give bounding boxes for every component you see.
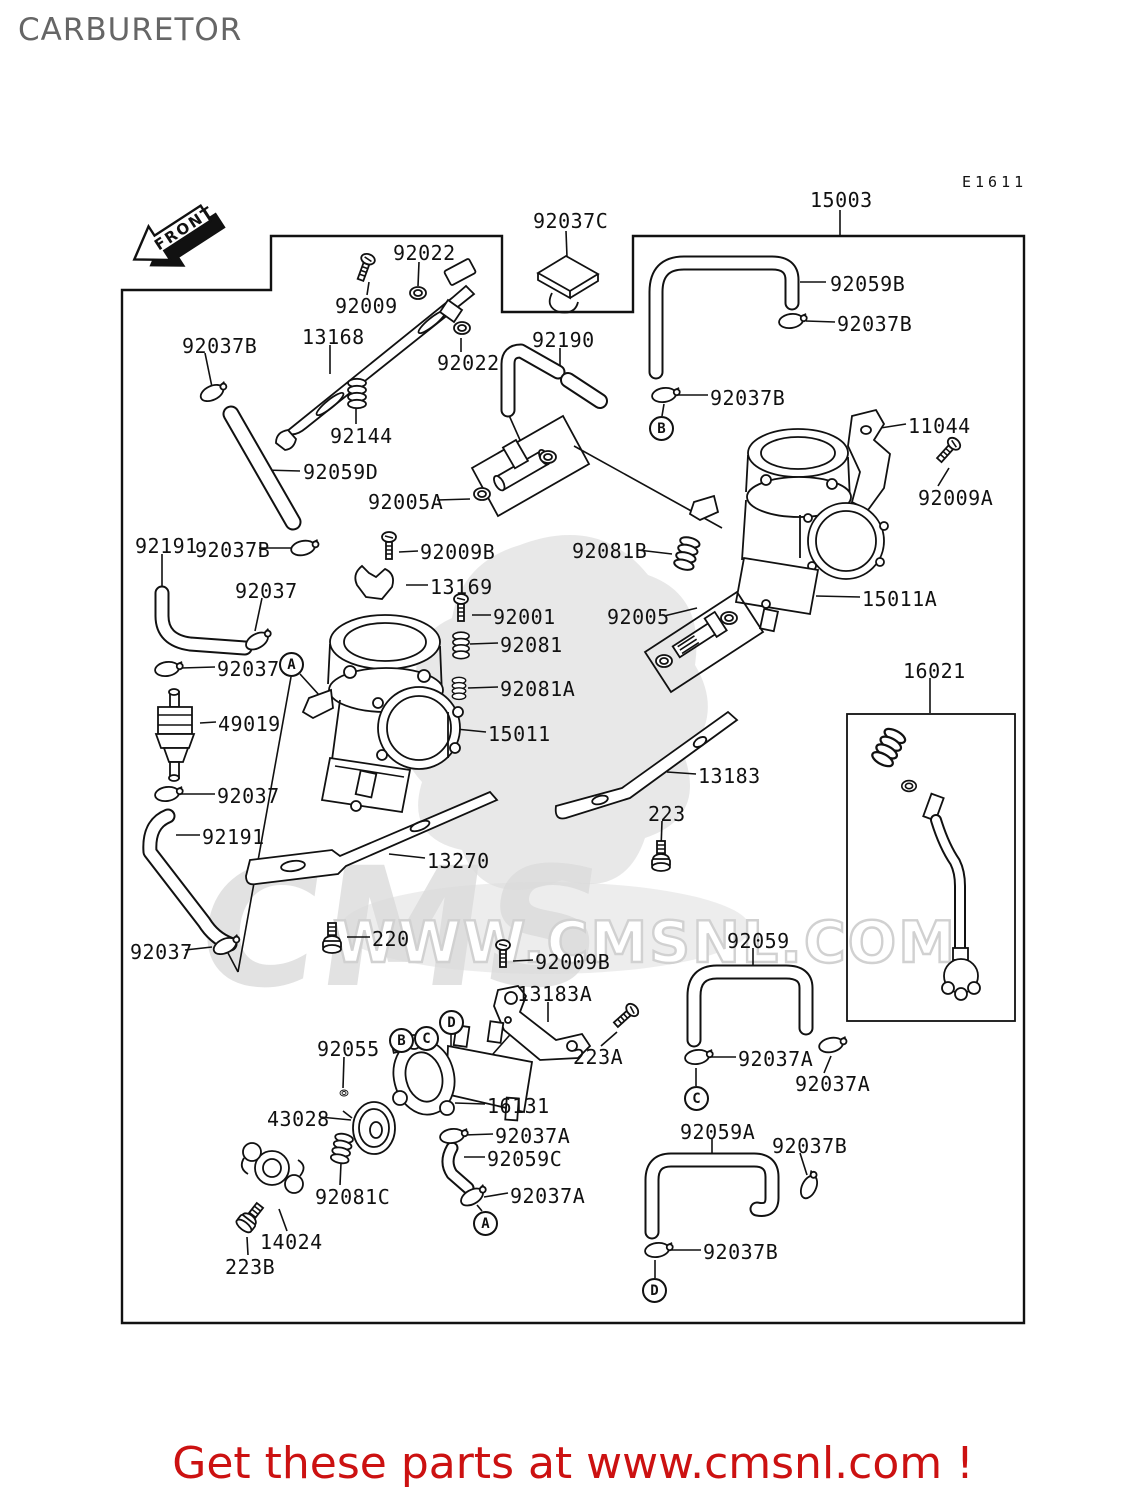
part-label-92081: 92081 [500, 633, 563, 657]
part-label-92059a: 92059A [680, 1120, 756, 1144]
part-label-92037b: 92037B [710, 386, 786, 410]
part-label-92081b: 92081B [572, 539, 648, 563]
part-label-92190: 92190 [532, 328, 595, 352]
part-label-15011a: 15011A [862, 587, 938, 611]
part-label-13183: 13183 [698, 764, 761, 788]
part-label-92001: 92001 [493, 605, 556, 629]
part-label-92081c: 92081C [315, 1185, 391, 1209]
part-label-92059: 92059 [727, 929, 790, 953]
part-92191-hose-upper [154, 585, 253, 656]
part-14024-bracket [240, 1142, 305, 1194]
part-label-92037: 92037 [217, 784, 280, 808]
part-13183-rail [554, 710, 739, 820]
part-label-92037a: 92037A [510, 1184, 586, 1208]
part-label-92037c: 92037C [533, 209, 609, 233]
part-label-92144: 92144 [330, 424, 393, 448]
part-label-223b: 223B [225, 1255, 276, 1279]
part-label-92037a: 92037A [495, 1124, 571, 1148]
part-label-11044: 11044 [908, 414, 971, 438]
part-13168-bracket [275, 258, 477, 451]
part-label-92191: 92191 [135, 534, 198, 558]
carburetor-assembly-right [688, 428, 889, 633]
callout-d: D [439, 1010, 464, 1035]
part-label-92191: 92191 [202, 825, 265, 849]
part-label-92005a: 92005A [368, 490, 444, 514]
part-label-92009a: 92009A [918, 486, 994, 510]
part-92059a-hose [644, 1152, 780, 1240]
part-label-15011: 15011 [488, 722, 551, 746]
part-label-92009b: 92009B [420, 540, 496, 564]
part-label-92009: 92009 [335, 294, 398, 318]
part-label-92037: 92037 [235, 579, 298, 603]
part-label-16131: 16131 [487, 1094, 550, 1118]
part-43028-cover [342, 1101, 396, 1155]
part-label-92059d: 92059D [303, 460, 379, 484]
part-label-92037b: 92037B [772, 1134, 848, 1158]
part-label-92037b: 92037B [182, 334, 258, 358]
part-92005a-kit [470, 414, 591, 518]
callout-b: B [649, 416, 674, 441]
carburetor-assembly-left [301, 614, 464, 814]
part-92190-hose [500, 343, 608, 418]
diagram-frame [120, 234, 1026, 1325]
part-label-92022: 92022 [393, 241, 456, 265]
page-title: CARBURETOR [18, 12, 243, 48]
callout-d: D [642, 1278, 667, 1303]
part-label-223a: 223A [573, 1045, 624, 1069]
part-label-92055: 92055 [317, 1037, 380, 1061]
callout-c: C [414, 1026, 439, 1051]
footer-banner: Get these parts at www.cmsnl.com ! [172, 1438, 974, 1489]
callout-a: A [473, 1211, 498, 1236]
part-label-16021: 16021 [903, 659, 966, 683]
part-92191-hose-lower [142, 808, 238, 952]
part-label-92081a: 92081A [500, 677, 576, 701]
part-label-223: 223 [648, 802, 686, 826]
part-label-92037a: 92037A [738, 1047, 814, 1071]
callout-a: A [279, 652, 304, 677]
part-16021-kit [869, 724, 981, 1001]
part-92059c-hose [441, 1141, 475, 1195]
part-label-92022: 92022 [437, 351, 500, 375]
part-92059d-hose [222, 405, 302, 531]
part-label-13169: 13169 [430, 575, 493, 599]
part-11044-bracket [847, 408, 891, 512]
part-92037c-clip [536, 254, 600, 314]
diagram-code: E1611 [962, 173, 1028, 191]
part-label-49019: 49019 [218, 712, 281, 736]
callout-c: C [684, 1086, 709, 1111]
part-label-92059b: 92059B [830, 272, 906, 296]
part-label-14024: 14024 [260, 1230, 323, 1254]
part-13270-rail [245, 790, 499, 886]
part-label-220: 220 [372, 927, 410, 951]
part-16131-manifold [389, 1020, 534, 1122]
part-label-13270: 13270 [427, 849, 490, 873]
part-label-13168: 13168 [302, 325, 365, 349]
cms-watermark: CMS WWW.CMSNL.COM [186, 535, 957, 1025]
part-92059-hose [686, 964, 814, 1048]
front-arrow-icon: FRONT [132, 202, 226, 267]
part-label-92037b: 92037B [837, 312, 913, 336]
part-49019-filter [154, 688, 196, 782]
callout-b: B [389, 1028, 414, 1053]
part-label-92037b: 92037B [703, 1240, 779, 1264]
part-label-13183a: 13183A [517, 982, 593, 1006]
part-label-92037: 92037 [217, 657, 280, 681]
part-label-92005: 92005 [607, 605, 670, 629]
watermark-site-text: WWW.CMSNL.COM [333, 910, 957, 976]
part-92059b-hose [648, 255, 800, 380]
part-label-92037: 92037 [130, 940, 193, 964]
inset-box-16021 [846, 713, 1016, 1022]
part-13169-clamp [354, 564, 394, 600]
part-label-92037a: 92037A [795, 1072, 871, 1096]
part-label-92059c: 92059C [487, 1147, 563, 1171]
part-label-92037b: 92037B [195, 538, 271, 562]
parts-artwork [142, 251, 981, 1260]
part-label-15003: 15003 [810, 188, 873, 212]
part-label-43028: 43028 [267, 1107, 330, 1131]
part-label-92009b: 92009B [535, 950, 611, 974]
part-92005-kit [643, 590, 765, 694]
